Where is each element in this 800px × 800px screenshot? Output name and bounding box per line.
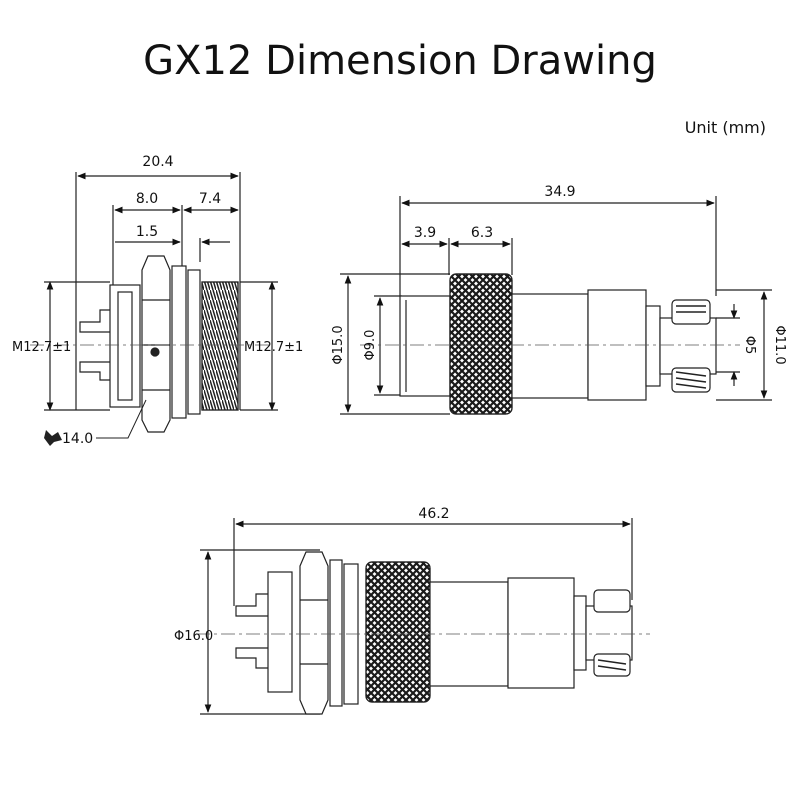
dim-plug-outer-diameter: Φ15.0: [331, 325, 346, 364]
drawing-title: GX12 Dimension Drawing: [143, 38, 657, 84]
assembly-view: [196, 518, 650, 715]
dim-assembly-length: 46.2: [418, 506, 449, 522]
panel-socket-view: [30, 172, 278, 439]
dim-plug-cable-diameter: Φ11.0: [772, 325, 787, 364]
dim-assembly-diameter: Φ16.0: [174, 629, 213, 644]
dim-plug-knurl: 6.3: [471, 225, 493, 241]
dim-socket-flange: 1.5: [136, 224, 158, 240]
dim-wrench-size: 14.0: [62, 431, 93, 447]
dim-plug-nose: 3.9: [414, 225, 436, 241]
dim-plug-clamp-diameter: Φ5: [742, 336, 757, 355]
unit-label: Unit (mm): [684, 118, 766, 137]
dim-plug-length: 34.9: [544, 184, 575, 200]
dim-socket-length: 20.4: [142, 154, 173, 170]
dim-thread-right: M12.7±1: [244, 340, 303, 355]
dim-socket-right: 7.4: [199, 191, 221, 207]
plug-view: [340, 196, 772, 415]
dim-socket-left: 8.0: [136, 191, 158, 207]
wrench-icon: [44, 430, 62, 446]
dim-thread-left: M12.7±1: [12, 340, 71, 355]
dim-plug-inner-diameter: Φ9.0: [363, 330, 378, 361]
